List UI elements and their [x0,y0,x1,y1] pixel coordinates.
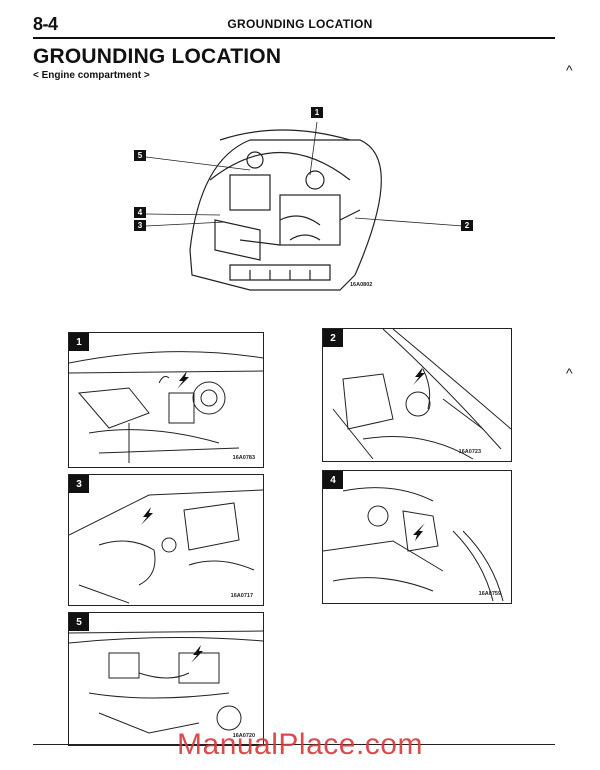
page-number: 8-4 [33,14,58,34]
figure-4-drawing [323,487,504,602]
figure-2-number: 2 [323,329,343,347]
figure-4-number: 4 [323,471,343,489]
figure-1-number: 1 [69,333,89,351]
margin-mark: ^ [566,62,573,78]
figure-3: 3 16A0717 [68,474,264,606]
callout-2: 2 [461,220,473,231]
callout-3: 3 [134,220,146,231]
engine-compartment-drawing [145,121,464,291]
footer-rule [33,744,555,745]
figure-3-number: 3 [69,475,89,493]
figure-5: 5 16A0720 [68,612,264,746]
figure-2: 2 16A0723 [322,328,512,462]
figure-3-drawing [69,489,263,604]
callout-4: 4 [134,207,146,218]
figure-5-number: 5 [69,613,89,631]
overview-illustration: 1 5 4 3 2 16A0802 [130,100,480,295]
running-header-title: GROUNDING LOCATION [227,17,373,31]
figure-2-code: 16A0723 [458,449,481,455]
figure-1-code: 16A0783 [232,455,255,461]
header-rule [33,37,555,39]
page-title: GROUNDING LOCATION [33,45,282,68]
callout-5: 5 [134,150,146,161]
figure-4-code: 16A0759 [478,591,501,597]
margin-mark: ^ [566,365,573,381]
callout-1: 1 [311,107,323,118]
figure-5-drawing [69,630,263,734]
figure-4: 4 16A0759 [322,470,512,604]
section-subtitle: < Engine compartment > [33,70,150,81]
figure-5-code: 16A0720 [232,733,255,739]
figure-2-drawing [332,329,511,460]
overview-figure-code: 16A0802 [350,282,373,288]
figure-3-code: 16A0717 [230,593,253,599]
figure-1-drawing [69,351,263,463]
figure-1: 1 16A0783 [68,332,264,468]
watermark: ManualPlace.com [177,728,423,761]
